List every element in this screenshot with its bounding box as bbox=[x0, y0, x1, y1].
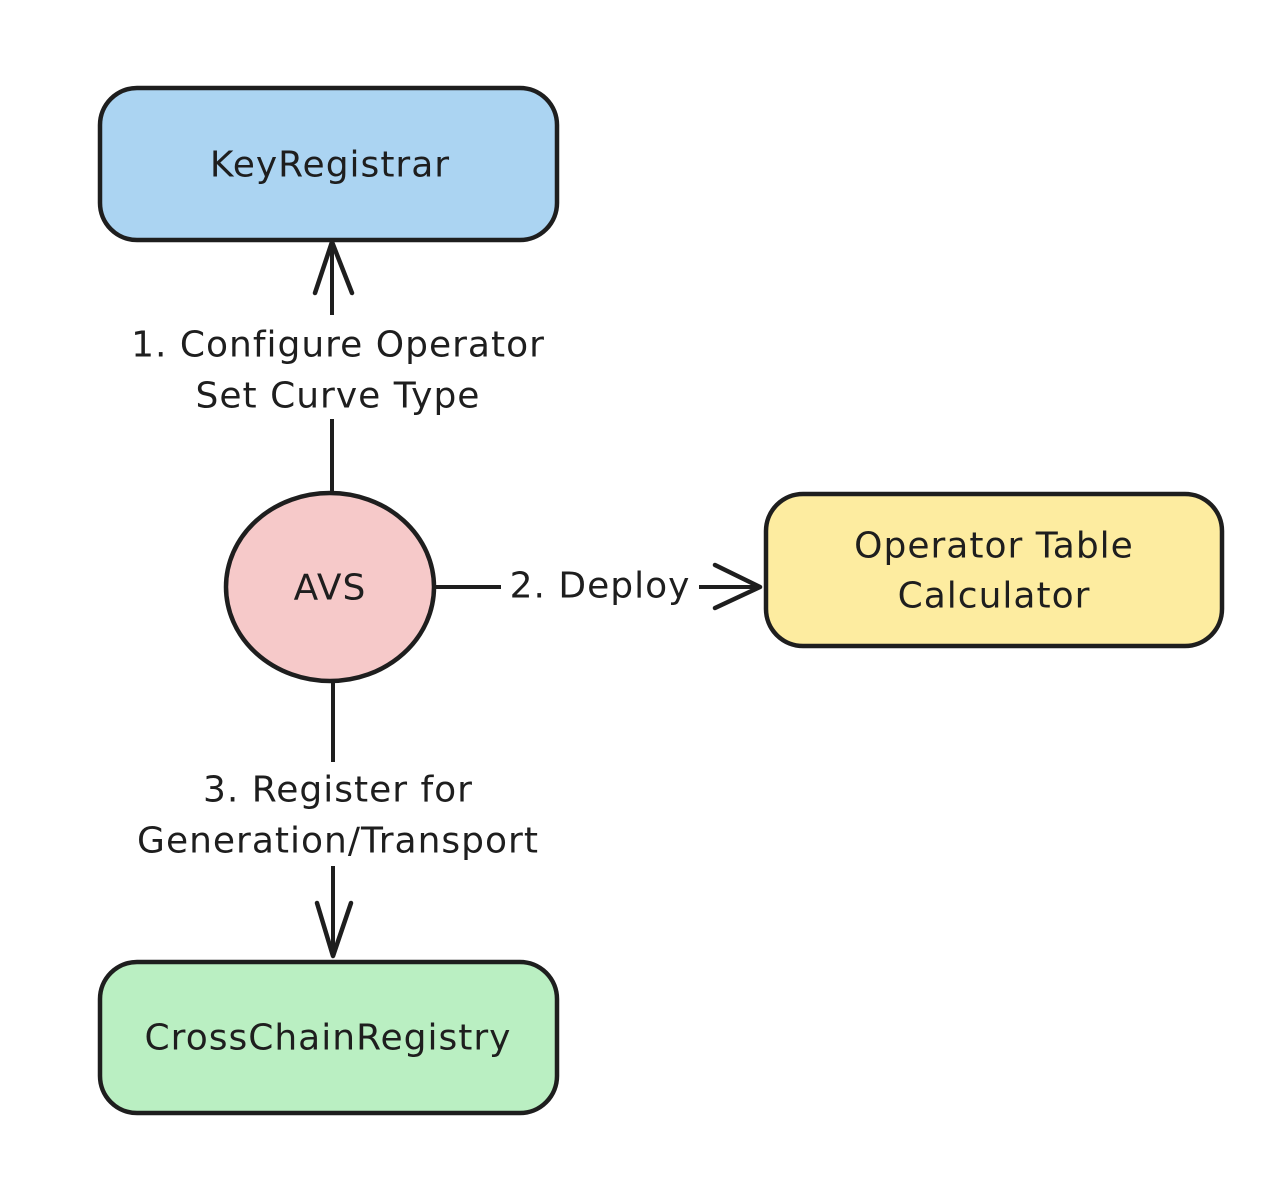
edge-step2-label-background bbox=[501, 556, 699, 618]
node-key-registrar: KeyRegistrar bbox=[97, 85, 560, 243]
node-cross-chain-registry-label: CrossChainRegistry bbox=[145, 1018, 512, 1059]
edge-step1-label-line2: Set Curve Type bbox=[196, 376, 481, 417]
node-avs: AVS bbox=[223, 490, 437, 684]
node-operator-table-calculator-label-line2: Calculator bbox=[898, 576, 1091, 617]
edge-step3-label-line2: Generation/Transport bbox=[137, 821, 539, 862]
node-avs-label: AVS bbox=[294, 568, 367, 609]
node-key-registrar-label: KeyRegistrar bbox=[210, 145, 450, 186]
node-operator-table-calculator-label-line1: Operator Table bbox=[854, 526, 1134, 567]
edge-step2-deploy: 2. Deploy bbox=[432, 556, 763, 618]
edge-step3-arrowhead-down-icon bbox=[314, 900, 354, 959]
node-avs-shape bbox=[223, 490, 437, 684]
edge-step2-label: 2. Deploy bbox=[510, 566, 691, 607]
edge-step3-label-line1: 3. Register for bbox=[203, 770, 473, 811]
edge-step1-label-line1: 1. Configure Operator bbox=[131, 325, 545, 366]
node-key-registrar-shape bbox=[97, 85, 560, 243]
node-operator-table-calculator: Operator Table Calculator bbox=[763, 491, 1225, 649]
node-cross-chain-registry-shape bbox=[97, 959, 560, 1116]
node-operator-table-calculator-shape bbox=[763, 491, 1225, 649]
edge-step2-arrowhead-right-icon bbox=[712, 562, 763, 611]
edge-step3-register-for-generation-transport: 3. Register for Generation/Transport bbox=[112, 679, 558, 959]
edge-step1-label-background bbox=[118, 315, 546, 419]
node-cross-chain-registry: CrossChainRegistry bbox=[97, 959, 560, 1116]
edge-step1-configure-operator-set-curve-type: 1. Configure Operator Set Curve Type bbox=[118, 239, 546, 494]
edge-step3-label-background bbox=[112, 762, 558, 866]
